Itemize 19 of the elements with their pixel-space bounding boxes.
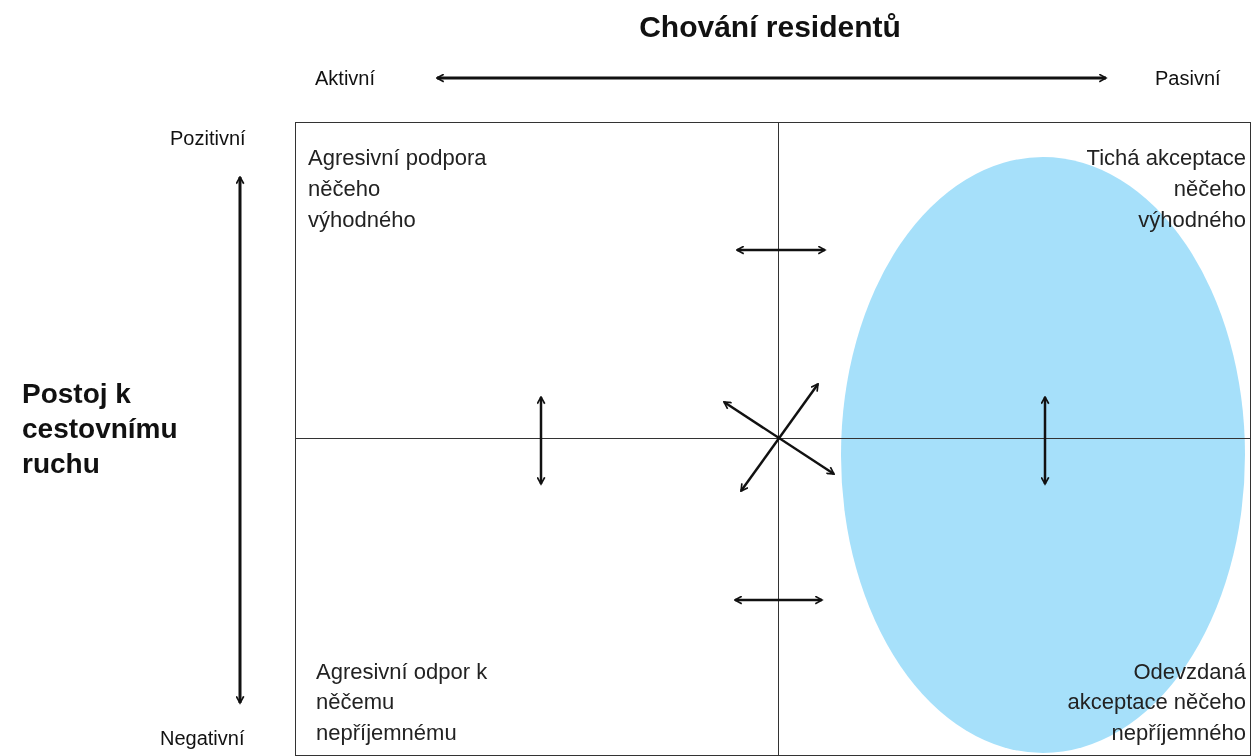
quadrant-label: Agresivní podpora něčeho výhodného [308, 144, 488, 234]
axis-label: Aktivní [315, 66, 376, 91]
quadrant [778, 438, 1251, 756]
axis-label: Negativní [160, 726, 245, 751]
quadrant-label: Odevzdaná akceptace něčeho nepříjemného [1066, 657, 1246, 748]
arrow [734, 595, 823, 605]
axis-label: Postoj k cestovnímu ruchu [22, 377, 179, 481]
quadrant-label: Agresivní odpor k něčemu nepříjemnému [316, 657, 489, 748]
arrow [736, 245, 826, 255]
arrow [740, 383, 819, 492]
axis-label: Pasivní [1155, 66, 1221, 91]
arrow [1040, 396, 1050, 485]
quadrant [295, 438, 779, 756]
quadrant [295, 122, 779, 439]
arrow [723, 400, 835, 476]
quadrant-label: Tichá akceptace něčeho výhodného [1085, 144, 1246, 234]
axis-title: Chování residentů [638, 10, 902, 44]
arrow [536, 396, 546, 485]
axis-label: Pozitivní [170, 126, 246, 151]
